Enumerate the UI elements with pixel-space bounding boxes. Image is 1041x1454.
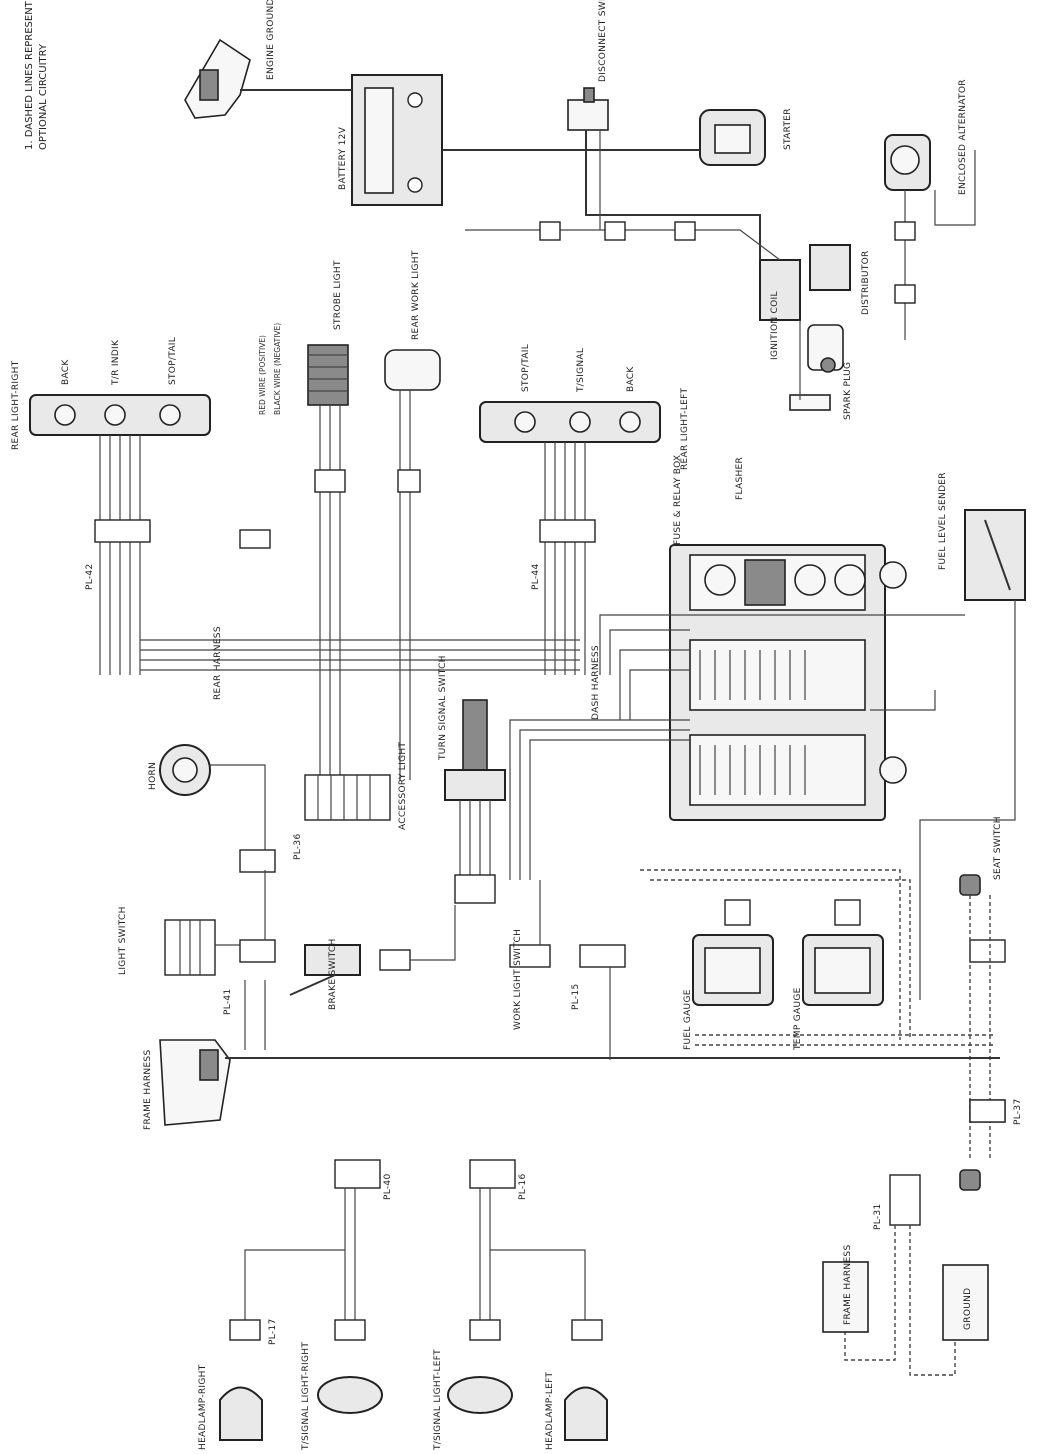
power-wires bbox=[240, 89, 976, 400]
label-connector-5: PL-15 bbox=[571, 984, 581, 1010]
label-head-lamp-right: HEADLAMP-RIGHT bbox=[198, 1364, 208, 1450]
label-strobe-light: STROBE LIGHT bbox=[333, 260, 343, 330]
label-head-lamp-left: HEADLAMP-LEFT bbox=[545, 1372, 555, 1450]
label-connector-9: PL-16 bbox=[518, 1174, 528, 1200]
rear-light-left: REAR LIGHT-LEFT STOP/TAIL T/SIGNAL BACK bbox=[479, 344, 690, 470]
label-disconnect-switch: DISCONNECT SWITCH bbox=[598, 0, 608, 82]
turn-signal-switch: TURN SIGNAL SWITCH bbox=[438, 655, 506, 904]
label-connector-8: PL-37 bbox=[1013, 1099, 1023, 1125]
label-turn-signal-switch: TURN SIGNAL SWITCH bbox=[438, 655, 448, 761]
label-turn-l: T/SIGNAL bbox=[576, 348, 586, 393]
label-gauge-2: TEMP GAUGE bbox=[793, 987, 803, 1051]
label-rear-light-right: REAR LIGHT-RIGHT bbox=[11, 360, 21, 450]
front-light-harness: PL-40 PL-16 PL-17 bbox=[229, 1159, 603, 1345]
rear-light-right: REAR LIGHT-RIGHT BACK T/R INDIK STOP/TAI… bbox=[11, 337, 211, 450]
label-alternator: ENCLOSED ALTERNATOR bbox=[958, 79, 968, 195]
label-light-switch: LIGHT SWITCH bbox=[118, 906, 128, 975]
label-harness-2: REAR HARNESS bbox=[213, 626, 223, 700]
label-starter: STARTER bbox=[783, 108, 793, 150]
turn-signal-right: T/SIGNAL LIGHT-RIGHT bbox=[301, 1342, 383, 1451]
ignition-system: IGNITION COIL DISTRIBUTOR SPARK PLUG bbox=[759, 244, 871, 420]
note-line-2: OPTIONAL CIRCUITRY bbox=[38, 43, 49, 150]
label-connector-7: PL-31 bbox=[873, 1204, 883, 1230]
accessory-light-block: ACCESSORY LIGHT PL-36 bbox=[293, 742, 408, 860]
head-lamp-left: HEADLAMP-LEFT bbox=[545, 1372, 608, 1450]
label-brake-switch: BRAKE SWITCH bbox=[328, 938, 338, 1010]
fuel-level-sender: FUEL LEVEL SENDER bbox=[919, 472, 1026, 1000]
frame-ground: FRAME HARNESS bbox=[143, 870, 1000, 1130]
label-frame-harness: FRAME HARNESS bbox=[143, 1050, 153, 1130]
turn-signal-left: T/SIGNAL LIGHT-LEFT bbox=[433, 1349, 513, 1451]
label-connector-3: PL-36 bbox=[293, 834, 303, 860]
label-back: BACK bbox=[61, 359, 71, 385]
label-stop-tail-r: STOP/TAIL bbox=[168, 337, 178, 385]
horn: HORN bbox=[148, 744, 276, 873]
label-engine-ground: ENGINE GROUND bbox=[266, 0, 276, 80]
engine-ground: ENGINE GROUND bbox=[184, 0, 276, 119]
alternator: ENCLOSED ALTERNATOR bbox=[884, 79, 968, 195]
label-harness-1: DASH HARNESS bbox=[591, 645, 601, 720]
label-fuse-relay-box: FUSE & RELAY BOX bbox=[673, 455, 683, 545]
label-turn-signal-right: T/SIGNAL LIGHT-RIGHT bbox=[301, 1342, 311, 1451]
brake-switch: BRAKE SWITCH bbox=[289, 905, 456, 1010]
label-distributor: DISTRIBUTOR bbox=[861, 250, 871, 315]
note-line-1: 1. DASHED LINES REPRESENT bbox=[24, 0, 35, 150]
label-stop-tail-l: STOP/TAIL bbox=[521, 344, 531, 392]
label-rear-light-left: REAR LIGHT-LEFT bbox=[680, 388, 690, 470]
fuse-relay-box: FUSE & RELAY BOX FLASHER bbox=[669, 455, 907, 821]
left-switch: LIGHT SWITCH PL-41 bbox=[118, 906, 276, 1015]
label-connector-2: PL-44 bbox=[531, 564, 541, 590]
label-back-l: BACK bbox=[626, 366, 636, 392]
label-connector-4: PL-41 bbox=[223, 989, 233, 1015]
label-connector-10: PL-17 bbox=[268, 1319, 278, 1345]
label-work-light-switch: WORK LIGHT SWITCH bbox=[513, 929, 523, 1030]
label-connector-6: PL-40 bbox=[383, 1174, 393, 1200]
label-rear-work-light: REAR WORK LIGHT bbox=[411, 250, 421, 340]
dash-harness: DASH HARNESS bbox=[509, 614, 965, 880]
rear-work-light: REAR WORK LIGHT bbox=[384, 250, 441, 391]
middle-connectors: WORK LIGHT SWITCH PL-15 bbox=[509, 880, 626, 1060]
label-horn: HORN bbox=[148, 762, 158, 790]
bottom-right-modules: PL-31 FRAME HARNESS GROUND PL-37 bbox=[822, 1099, 1023, 1376]
disconnect-switch: DISCONNECT SWITCH bbox=[567, 0, 609, 131]
label-seat-switch: SEAT SWITCH bbox=[993, 816, 1003, 880]
label-fuel-level-sender: FUEL LEVEL SENDER bbox=[938, 472, 948, 570]
battery: BATTERY 12V bbox=[338, 74, 443, 206]
label-black-wire: BLACK WIRE (NEGATIVE) bbox=[273, 323, 282, 415]
label-ground: GROUND bbox=[963, 1288, 973, 1330]
label-frame-harness-2: FRAME HARNESS bbox=[843, 1245, 853, 1325]
label-turn-signal-left: T/SIGNAL LIGHT-LEFT bbox=[433, 1349, 443, 1451]
head-lamp-right: HEADLAMP-RIGHT bbox=[198, 1364, 263, 1450]
starter: STARTER bbox=[699, 108, 793, 166]
label-gauge-1: FUEL GAUGE bbox=[683, 989, 693, 1050]
label-connector-1: PL-42 bbox=[85, 564, 95, 590]
strobe-light: STROBE LIGHT RED WIRE (POSITIVE) BLACK W… bbox=[258, 260, 349, 415]
label-battery: BATTERY 12V bbox=[338, 126, 348, 190]
label-accessory-light: ACCESSORY LIGHT bbox=[398, 742, 408, 830]
rear-harness: PL-42 PL-44 REAR HARNESS bbox=[85, 390, 596, 780]
label-turn-r: T/R INDIK bbox=[111, 339, 121, 386]
diagram-note: 1. DASHED LINES REPRESENT OPTIONAL CIRCU… bbox=[24, 0, 49, 150]
label-ignition-coil: IGNITION COIL bbox=[770, 291, 780, 360]
label-spark-plug: SPARK PLUG bbox=[843, 362, 853, 420]
label-flasher: FLASHER bbox=[735, 457, 745, 500]
gauges: FUEL GAUGE TEMP GAUGE bbox=[640, 869, 995, 1051]
label-red-wire: RED WIRE (POSITIVE) bbox=[258, 335, 267, 415]
